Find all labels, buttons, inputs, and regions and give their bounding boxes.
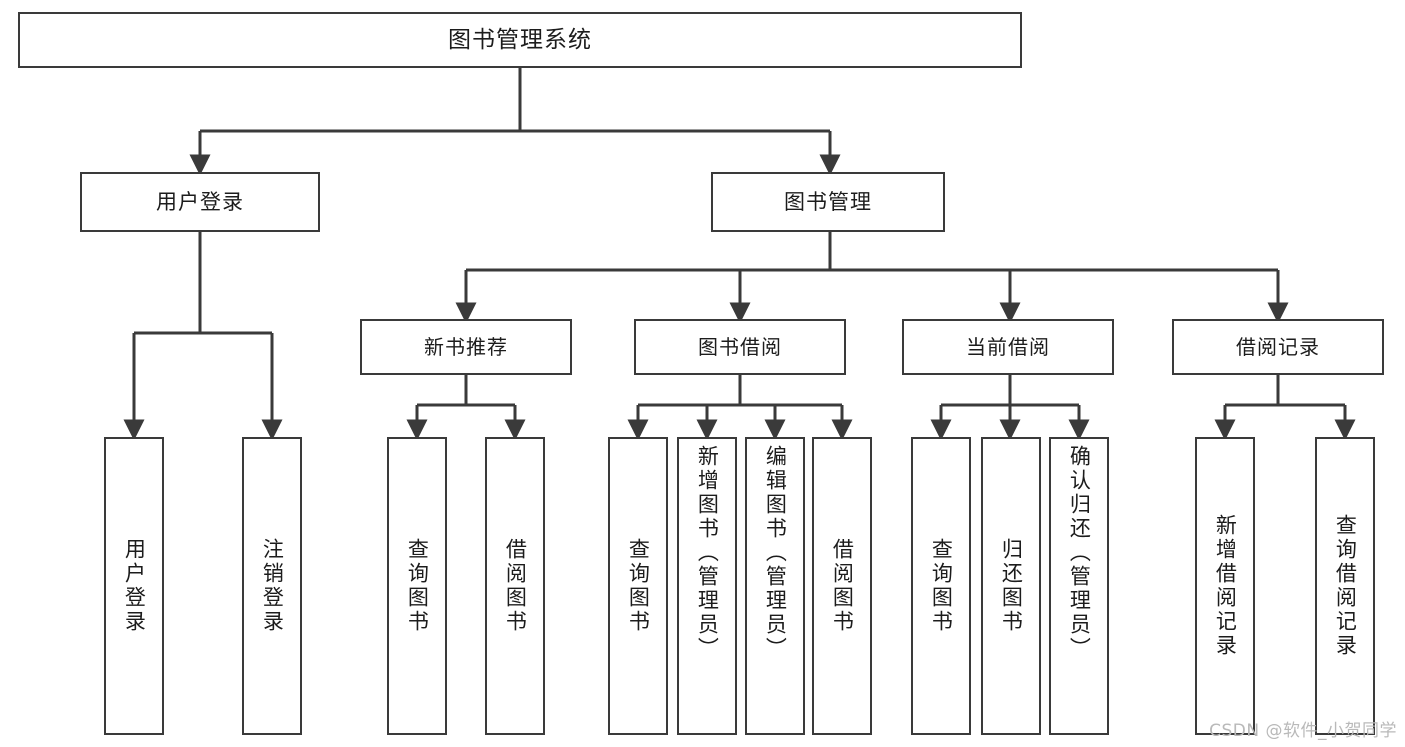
node-label: 查询借阅记录 xyxy=(1333,514,1358,658)
node-root-system[interactable]: 图书管理系统 xyxy=(18,12,1022,68)
node-label: 注销登录 xyxy=(260,538,285,634)
leaf-query-book-recommend[interactable]: 查询图书 xyxy=(387,437,447,735)
node-label: 查询图书 xyxy=(929,538,954,634)
leaf-return-book[interactable]: 归还图书 xyxy=(981,437,1041,735)
leaf-query-book-current[interactable]: 查询图书 xyxy=(911,437,971,735)
leaf-query-borrow-record[interactable]: 查询借阅记录 xyxy=(1315,437,1375,735)
node-label: 图书管理系统 xyxy=(448,26,592,53)
leaf-query-book-borrow[interactable]: 查询图书 xyxy=(608,437,668,735)
node-label: 归还图书 xyxy=(999,538,1024,634)
leaf-add-borrow-record[interactable]: 新增借阅记录 xyxy=(1195,437,1255,735)
node-new-book-recommend[interactable]: 新书推荐 xyxy=(360,319,572,375)
node-label: 借阅记录 xyxy=(1236,334,1320,359)
node-label: 确认归还（管理员） xyxy=(1067,445,1092,661)
leaf-borrow-book[interactable]: 借阅图书 xyxy=(812,437,872,735)
node-label: 新书推荐 xyxy=(424,334,508,359)
node-label: 查询图书 xyxy=(626,538,651,634)
leaf-borrow-book-recommend[interactable]: 借阅图书 xyxy=(485,437,545,735)
leaf-confirm-return[interactable]: 确认归还（管理员） xyxy=(1049,437,1109,735)
node-current-borrow[interactable]: 当前借阅 xyxy=(902,319,1114,375)
leaf-user-logout[interactable]: 注销登录 xyxy=(242,437,302,735)
node-book-borrow[interactable]: 图书借阅 xyxy=(634,319,846,375)
node-label: 编辑图书（管理员） xyxy=(763,445,788,661)
leaf-user-login[interactable]: 用户登录 xyxy=(104,437,164,735)
leaf-edit-book[interactable]: 编辑图书（管理员） xyxy=(745,437,805,735)
node-label: 当前借阅 xyxy=(966,334,1050,359)
leaf-add-book[interactable]: 新增图书（管理员） xyxy=(677,437,737,735)
node-borrow-record[interactable]: 借阅记录 xyxy=(1172,319,1384,375)
node-label: 查询图书 xyxy=(405,538,430,634)
node-label: 借阅图书 xyxy=(830,538,855,634)
node-label: 新增借阅记录 xyxy=(1213,514,1238,658)
node-label: 用户登录 xyxy=(156,189,244,214)
node-user-login[interactable]: 用户登录 xyxy=(80,172,320,232)
node-label: 借阅图书 xyxy=(503,538,528,634)
watermark: CSDN @软件_小贺同学 xyxy=(1209,721,1397,741)
node-label: 图书管理 xyxy=(784,189,872,214)
node-label: 新增图书（管理员） xyxy=(695,445,720,661)
node-label: 图书借阅 xyxy=(698,334,782,359)
node-label: 用户登录 xyxy=(122,538,147,634)
node-book-manage[interactable]: 图书管理 xyxy=(711,172,945,232)
